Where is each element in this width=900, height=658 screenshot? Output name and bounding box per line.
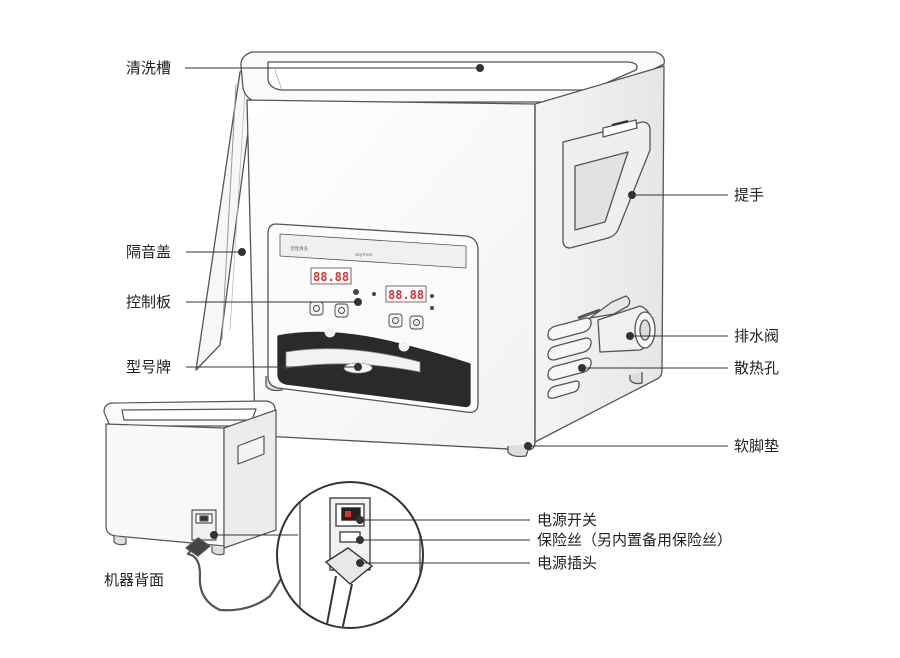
- panel-buttons: [309, 301, 424, 330]
- label-machine-back: 机器背面: [104, 571, 165, 589]
- tank-opening: [267, 61, 638, 91]
- drain-valve-shape: [577, 295, 656, 353]
- panel-screen-left: 活性清洗: [290, 245, 308, 252]
- right-display-frame: [385, 285, 427, 303]
- label-power-plug: 电源插头: [537, 554, 598, 572]
- label-lid: 隔音盖: [126, 243, 172, 261]
- label-handle: 提手: [734, 186, 765, 204]
- label-vents: 散热孔: [734, 359, 780, 377]
- label-power-switch: 电源开关: [537, 511, 598, 529]
- back-side-face: [223, 409, 277, 549]
- left-display-frame: [310, 267, 352, 285]
- label-control-panel: 控制板: [126, 293, 172, 311]
- back-cord: [186, 537, 292, 612]
- leader-lines: [185, 64, 728, 567]
- magnifier-detail: [276, 481, 424, 629]
- main-machine: [195, 51, 665, 458]
- label-feet: 软脚垫: [734, 437, 780, 455]
- panel-screen-brand: skymen: [355, 252, 373, 258]
- magnified-plug: [324, 547, 374, 585]
- left-display-digits: 88.88: [313, 270, 349, 284]
- vent-slots: [547, 317, 592, 399]
- label-model-plate: 型号牌: [126, 358, 172, 376]
- back-view-machine: [103, 400, 292, 612]
- model-plate-shape: [285, 348, 421, 373]
- label-tank: 清洗槽: [126, 59, 172, 77]
- right-display-digits: 88.88: [388, 288, 424, 302]
- foot-side-right: [629, 372, 643, 385]
- label-fuse: 保险丝（另内置备用保险丝）: [537, 531, 733, 549]
- label-drain-valve: 排水阀: [734, 327, 780, 345]
